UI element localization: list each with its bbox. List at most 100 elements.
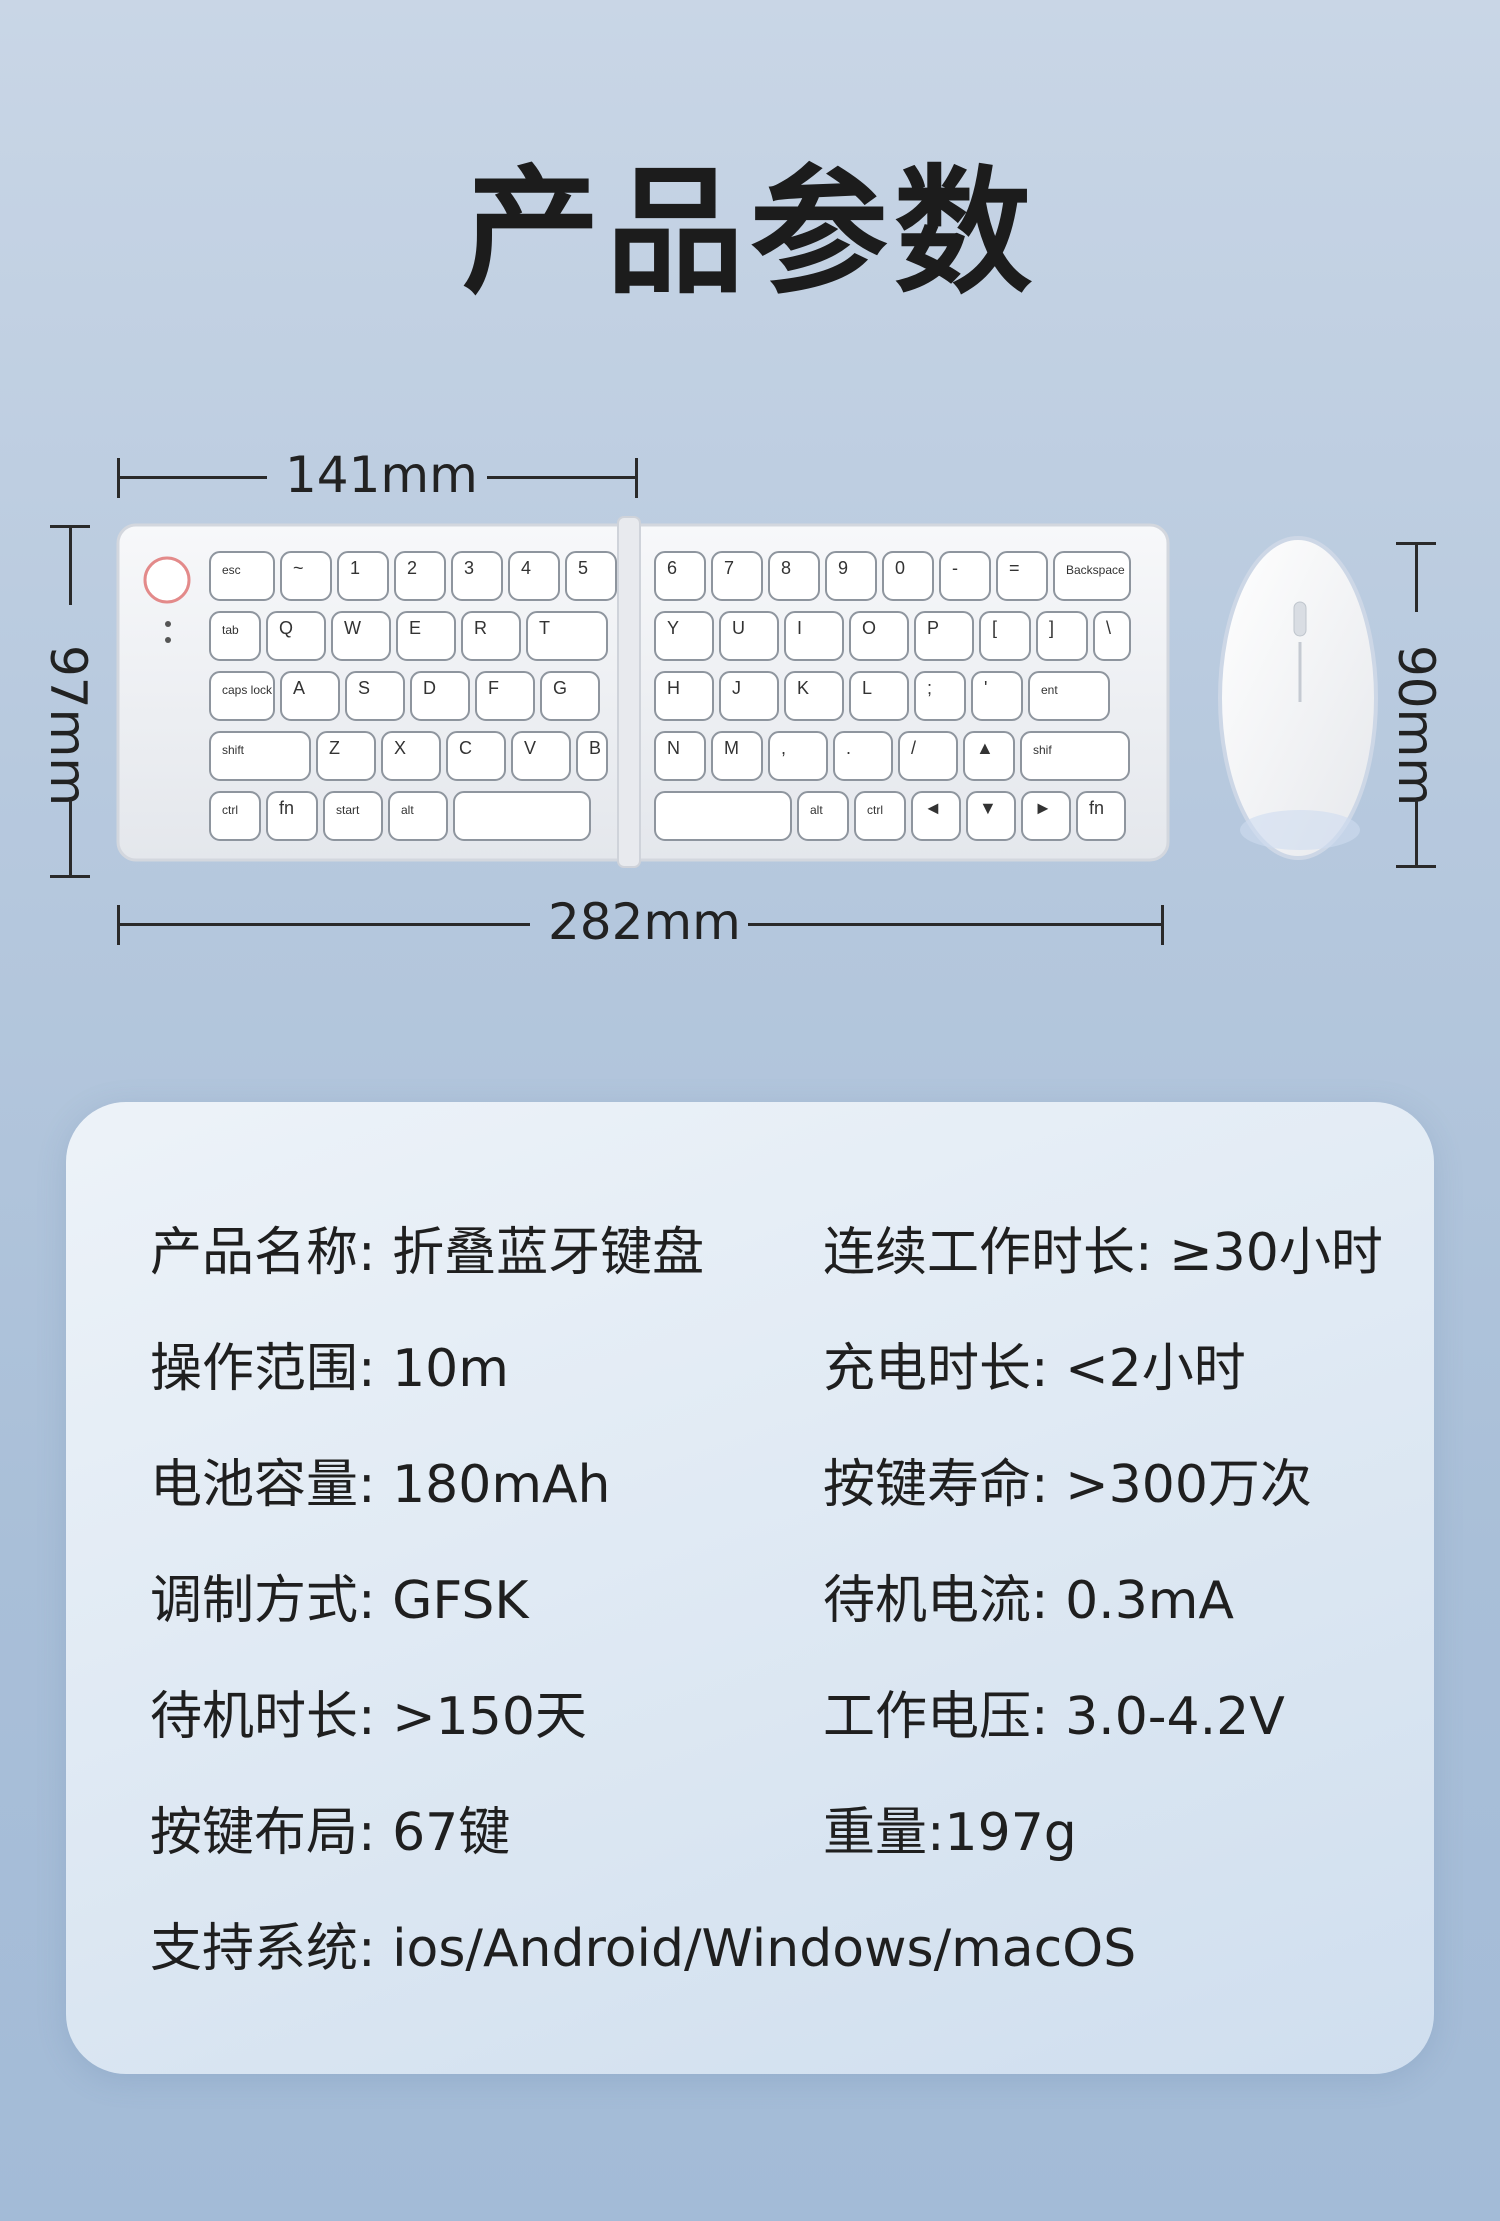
key-label: 3 [464, 558, 474, 578]
spec-value: >150天 [392, 1687, 587, 1747]
keyboard-key: - [939, 551, 991, 601]
spec-sep: : [358, 1919, 393, 1979]
key-label: \ [1106, 618, 1111, 638]
spec-value: ≥30小时 [1169, 1223, 1383, 1283]
key-label: B [589, 738, 601, 758]
spec-sep: : [1031, 1687, 1066, 1747]
keyboard-key: . [833, 731, 893, 781]
dimension-line-bottom-right [748, 923, 1163, 926]
keyboard-key: 4 [508, 551, 560, 601]
keyboard-key: Q [266, 611, 326, 661]
key-label: ▲ [976, 738, 994, 758]
keyboard-key: Backspace [1053, 551, 1131, 601]
key-label: ent [1041, 683, 1058, 697]
dimension-tick [50, 875, 90, 878]
key-label: K [797, 678, 809, 698]
keyboard-key: 7 [711, 551, 763, 601]
keyboard-key: ' [971, 671, 1023, 721]
keyboard-key: ctrl [209, 791, 261, 841]
keyboard-key [654, 791, 792, 841]
key-label: / [911, 738, 916, 758]
key-label: F [488, 678, 499, 698]
spec-value: ios/Android/Windows/macOS [392, 1919, 1137, 1979]
key-label: A [293, 678, 305, 698]
key-label: J [732, 678, 741, 698]
keyboard-key: G [540, 671, 600, 721]
keyboard-key: ctrl [854, 791, 906, 841]
key-label: H [667, 678, 680, 698]
key-label: N [667, 738, 680, 758]
key-label: 4 [521, 558, 531, 578]
keyboard-key: [ [979, 611, 1031, 661]
keyboard-key [453, 791, 591, 841]
spec-row: 重量:197g [823, 1790, 1077, 1865]
keyboard-key: D [410, 671, 470, 721]
spec-row: 待机电流: 0.3mA [823, 1558, 1234, 1633]
key-label: , [781, 738, 786, 758]
key-label: Z [329, 738, 340, 758]
keyboard-key: shif [1020, 731, 1130, 781]
key-label: V [524, 738, 536, 758]
spec-row: 待机时长: >150天 [150, 1674, 587, 1749]
keyboard-key: alt [388, 791, 448, 841]
mouse [1218, 536, 1378, 860]
spec-label: 按键寿命 [823, 1455, 1032, 1515]
dimension-tick [1161, 905, 1164, 945]
key-label: = [1009, 558, 1020, 578]
dimension-line-top-right [487, 476, 637, 479]
key-label: 2 [407, 558, 417, 578]
key-label: shift [222, 743, 245, 757]
key-label: 5 [578, 558, 588, 578]
dimension-line-bottom-left [117, 923, 530, 926]
page-title: 产品参数 [461, 152, 1038, 313]
dimension-tick [1396, 865, 1436, 868]
spec-sep: : [1031, 1571, 1066, 1631]
spec-value: >300万次 [1065, 1455, 1312, 1515]
key-label: ; [927, 678, 932, 698]
spec-label: 充电时长 [823, 1339, 1032, 1399]
key-label: ctrl [867, 803, 883, 817]
keyboard-key: Z [316, 731, 376, 781]
indicator-led-icon [165, 637, 171, 643]
mouse-scroll-wheel [1293, 601, 1307, 637]
spec-value: 180mAh [392, 1455, 611, 1515]
key-label: P [927, 618, 939, 638]
dimension-line-right-top [1415, 542, 1418, 612]
dimension-label-full-width: 282mm [548, 893, 741, 951]
keyboard-key: 3 [451, 551, 503, 601]
key-label: ▼ [979, 798, 997, 818]
keyboard-key: 2 [394, 551, 446, 601]
spec-label: 按键布局 [150, 1803, 359, 1863]
spec-label: 调制方式 [150, 1571, 359, 1631]
key-label: 0 [895, 558, 905, 578]
keyboard-key: W [331, 611, 391, 661]
spec-sep: : [358, 1687, 393, 1747]
spec-row: 充电时长: <2小时 [823, 1326, 1246, 1401]
keyboard-key: J [719, 671, 779, 721]
dimension-tick [635, 458, 638, 498]
keyboard-key: = [996, 551, 1048, 601]
keyboard-key: E [396, 611, 456, 661]
key-label: W [344, 618, 361, 638]
keyboard-key: O [849, 611, 909, 661]
key-label: alt [401, 803, 414, 817]
key-label: 1 [350, 558, 360, 578]
keyboard-key: fn [266, 791, 318, 841]
keyboard-key: L [849, 671, 909, 721]
key-label: start [336, 803, 360, 817]
spec-value: 折叠蓝牙键盘 [392, 1223, 705, 1283]
spec-label: 重量 [823, 1803, 928, 1863]
key-label: ctrl [222, 803, 238, 817]
key-label: . [846, 738, 851, 758]
spec-value: 67键 [392, 1803, 511, 1863]
keyboard-key: alt [797, 791, 849, 841]
key-label: 8 [781, 558, 791, 578]
spec-label: 产品名称 [150, 1223, 359, 1283]
keyboard-key: fn [1076, 791, 1126, 841]
keyboard-key: ent [1028, 671, 1110, 721]
key-label: 9 [838, 558, 848, 578]
spec-sep: : [927, 1803, 945, 1863]
keyboard-key: , [768, 731, 828, 781]
